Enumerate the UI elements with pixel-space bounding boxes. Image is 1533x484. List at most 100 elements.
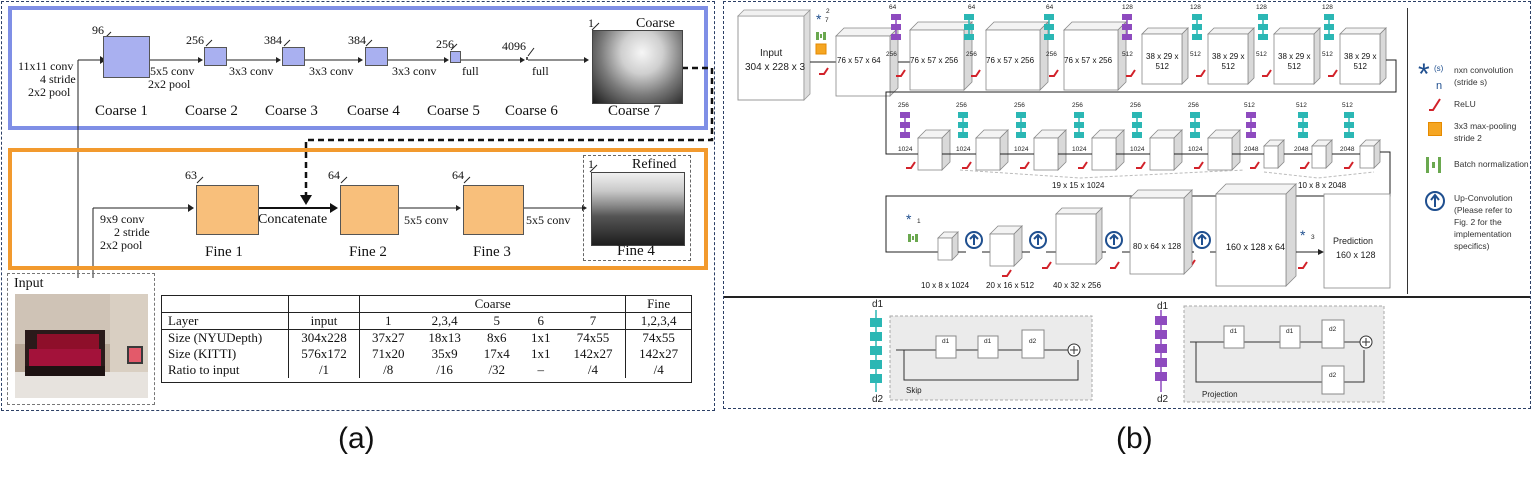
table-row: Size (NYUDepth) 304x228 37x27 18x13 8x6 … <box>162 329 691 346</box>
row1-top-num: 128 <box>1256 4 1267 11</box>
panel-b-divider-v <box>1407 8 1408 294</box>
projection-label: Projection <box>1202 390 1238 399</box>
batchnorm-icon <box>1426 157 1441 173</box>
coarse-6-channels: 4096 <box>502 39 526 53</box>
table-header-cell: 7 <box>560 312 627 330</box>
table-cell: – <box>537 362 544 377</box>
coarse-5-op: full <box>462 64 479 78</box>
fine-3-name: Fine 3 <box>473 244 511 260</box>
table-cell: 304x228 <box>288 329 360 346</box>
skip-cube-label: d1 <box>942 338 950 345</box>
row2-side-num: 1024 <box>1188 146 1203 153</box>
fine-network-box <box>8 148 708 270</box>
svg-text:*: * <box>816 11 822 27</box>
coarse-3-name: Coarse 3 <box>265 103 318 119</box>
coarse-6-op: full <box>532 64 549 78</box>
table-row: Size (KITTI) 576x172 71x20 35x9 17x4 1x1… <box>162 346 691 362</box>
coarse-7-title: Coarse <box>636 16 675 31</box>
fine-1-name: Fine 1 <box>205 244 243 260</box>
table-cell: 74x55 <box>642 330 675 345</box>
fine-1-channels: 63 <box>185 168 197 182</box>
table-header-cell: 2,3,4 <box>431 313 458 328</box>
table-cell: /4 <box>653 362 664 377</box>
row2-top-num: 256 <box>1130 102 1141 109</box>
row2-side-num: 1024 <box>1072 146 1087 153</box>
coarse-4-name: Coarse 4 <box>347 103 400 119</box>
coarse-3-channels: 384 <box>264 33 282 47</box>
legend-upconv: Up-Convolution (Please refer to Fig. 2 f… <box>1454 193 1513 251</box>
legend-maxpool: 3x3 max-pooling stride 2 <box>1454 121 1517 143</box>
table-cell: 142x27 <box>639 346 679 361</box>
row2-side-num: 1024 <box>1130 146 1145 153</box>
table-cell: 37x27 <box>371 330 405 345</box>
row1-side-num: 512 <box>1190 51 1201 58</box>
row1-cube-4-size: 76 x 57 x 256 <box>1064 56 1113 65</box>
row1-cube-1-size: 76 x 57 x 64 <box>837 56 881 65</box>
fine-2-block <box>340 185 399 235</box>
table-cell: 74x55 <box>560 329 627 346</box>
coarse-2-op: 3x3 conv <box>229 64 274 78</box>
coarse-5-name: Coarse 5 <box>427 103 480 119</box>
table-cell: Size (KITTI) <box>162 346 289 362</box>
fine-1-op: Concatenate <box>258 212 328 227</box>
projection-cube-label: d2 <box>1329 326 1337 333</box>
table-cell: /1 <box>288 362 360 378</box>
fine-input-op-1: 9x9 conv <box>100 212 145 226</box>
coarse-1-block <box>103 36 150 78</box>
projection-cube-label: d1 <box>1286 328 1294 335</box>
first-conv-subscript: 7 <box>825 17 829 24</box>
row1-side-num: 512 <box>1256 51 1267 58</box>
input-frame <box>7 273 155 405</box>
nxn-conv-icon: * <box>1418 58 1430 91</box>
first-conv-superscript: 2 <box>826 8 830 15</box>
fine-2-name: Fine 2 <box>349 244 387 260</box>
skip-cube-label: d1 <box>984 338 992 345</box>
relu-icon <box>1429 98 1441 111</box>
table-header-cell: input <box>288 312 360 330</box>
row1-cube-8-size: 38 x 29 x 512 <box>1344 52 1377 71</box>
row1-side-num: 256 <box>966 51 977 58</box>
table-cell: /32 <box>488 362 506 377</box>
row1-cube-7-size: 38 x 29 x 512 <box>1278 52 1311 71</box>
table-corner <box>162 296 289 313</box>
fine-2-channels: 64 <box>328 168 340 182</box>
row2-side-num: 1024 <box>1014 146 1029 153</box>
table-header-cell: 1 <box>384 313 392 328</box>
table-cell: /8 <box>383 362 394 377</box>
table-cell: 35x9 <box>431 346 458 361</box>
row1-top-num: 64 <box>1046 4 1054 11</box>
coarse-4-op: 3x3 conv <box>392 64 437 78</box>
input-bedroom-image <box>15 294 148 398</box>
row2-side-num: 1024 <box>898 146 913 153</box>
table-row: Ratio to input /1 /8 /16 /32 – /4 /4 <box>162 362 691 378</box>
coarse-4-block <box>365 47 388 66</box>
row2-group-label-2: 10 x 8 x 2048 <box>1298 181 1347 190</box>
row1-cube-6-size: 38 x 29 x 512 <box>1212 52 1245 71</box>
table-input-group <box>288 296 360 313</box>
coarse-3-op: 3x3 conv <box>309 64 354 78</box>
upconv-icon <box>1425 191 1445 211</box>
row2-side-num: 2048 <box>1244 146 1259 153</box>
input-block-size: 304 x 228 x 3 <box>745 62 806 73</box>
row2-side-num: 2048 <box>1294 146 1309 153</box>
connector-lines <box>77 22 714 278</box>
prediction-size: 160 x 128 <box>1336 250 1376 260</box>
skip-d2: d2 <box>872 394 884 405</box>
fine-4-title: Refined <box>632 157 677 172</box>
table-cell: 17x4 <box>483 346 510 361</box>
coarse-1-op2: 2x2 pool <box>148 77 191 91</box>
row3-cube-5-size: 160 x 128 x 64 <box>1226 242 1286 252</box>
fine-3-op: 5x5 conv <box>526 213 571 227</box>
row3-cube-1-size: 10 x 8 x 1024 <box>921 281 970 290</box>
row1-cube-2-size: 76 x 57 x 256 <box>910 56 959 65</box>
row1-side-num: 256 <box>886 51 897 58</box>
resnet-architecture: * <box>737 9 1397 289</box>
caption-b: (b) <box>1116 422 1153 455</box>
fine-4-depth-map <box>591 172 685 246</box>
maxpool-icon <box>1428 122 1442 136</box>
table-cell: /4 <box>560 362 627 378</box>
fine-4-frame <box>583 155 691 261</box>
skip-label: Skip <box>906 386 922 395</box>
row3-first-conv-subscript: 1 <box>917 218 921 225</box>
row2-group-label-1: 19 x 15 x 1024 <box>1052 181 1105 190</box>
